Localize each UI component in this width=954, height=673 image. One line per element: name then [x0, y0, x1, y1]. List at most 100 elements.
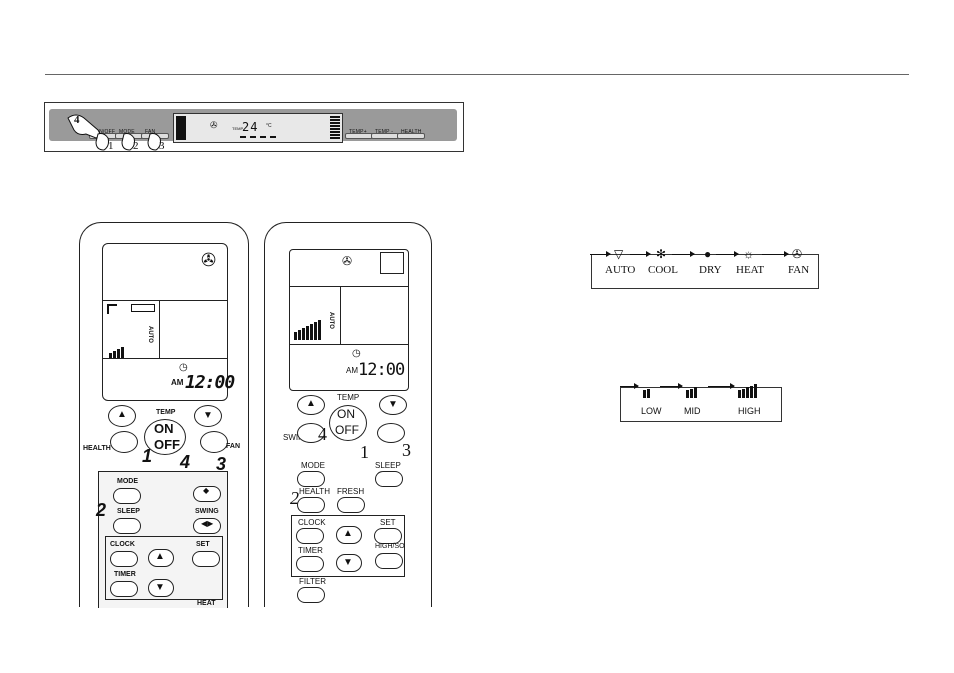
onoff-button[interactable] [144, 419, 186, 455]
time-down-button[interactable]: ▼ [148, 579, 174, 597]
temp-up-button[interactable]: ▲ [108, 405, 136, 427]
timer-button[interactable] [296, 556, 324, 572]
set-button[interactable] [192, 551, 220, 567]
panel-temp-unit: °C [266, 123, 272, 129]
screen-am: AM [346, 366, 358, 375]
fan-icon: ✇ [201, 250, 217, 270]
sleep-button[interactable] [375, 471, 403, 487]
fan-level-bar [746, 387, 749, 398]
fan-icon: ✇ [342, 254, 353, 268]
sleep-label: SLEEP [375, 461, 401, 470]
clock-label: CLOCK [298, 518, 326, 527]
triangle-down-icon: ▼ [203, 410, 213, 421]
triangle-down-icon: ▼ [155, 582, 165, 593]
time-up-button[interactable]: ▲ [336, 526, 362, 544]
fan-speed-bars [109, 340, 125, 358]
triangle-up-icon: ▲ [117, 409, 127, 420]
swing-button[interactable]: ◀▶ [193, 518, 221, 534]
fan-button[interactable] [200, 431, 228, 453]
remote-left-screen: ✇ AUTO ◷ AM 12:00 [102, 243, 235, 401]
mode-fan: FAN [788, 264, 810, 276]
time-down-button[interactable]: ▼ [336, 554, 362, 572]
louver-indicator [131, 304, 155, 312]
off-label: OFF [335, 423, 359, 437]
fan-level-bar [738, 390, 741, 398]
panel-label-mode: MODE [119, 129, 135, 135]
fan-button[interactable] [377, 423, 405, 443]
panel-temp-scale [240, 136, 276, 140]
drop-icon: ● [704, 247, 712, 261]
health-button[interactable] [110, 431, 138, 453]
fan-speed-mid: MID [684, 406, 701, 416]
onoff-button[interactable] [329, 405, 367, 441]
indoor-unit-panel: ON/OFF MODE FAN ✇ TEMP 24 °C TEMP+ TEMP … [44, 102, 464, 152]
screen-divider-v [159, 300, 160, 358]
mode-dry: DRY [699, 264, 722, 276]
leftright-icon: ◀▶ [201, 519, 214, 528]
triangle-down-icon: ▼ [343, 557, 353, 568]
panel-callout-3: 3 [159, 140, 165, 152]
fan-speed-low: LOW [641, 406, 662, 416]
mode-arrow [630, 251, 651, 257]
panel-temp-down-button[interactable] [371, 133, 399, 139]
fresh-button[interactable] [337, 497, 365, 513]
mode-auto: AUTO [605, 264, 636, 276]
panel-hand-callouts [67, 114, 161, 151]
remote-right-hand-4: 4 [318, 424, 327, 444]
panel-label-temp-up: TEMP+ [349, 129, 367, 135]
panel-temp-up-button[interactable] [345, 133, 373, 139]
fan-speed-high: HIGH [738, 406, 761, 416]
clock-icon: ◷ [179, 362, 188, 373]
clock-button[interactable] [296, 528, 324, 544]
fan-label: FAN [226, 443, 240, 450]
lower-panel: MODE ◆ SLEEP SWING ◀▶ CLOCK ▲ SET TIMER … [98, 471, 228, 608]
temp-down-button[interactable]: ▼ [379, 395, 407, 415]
fan-high-bars [738, 380, 758, 398]
fan-level-bar [643, 390, 646, 398]
set-label: SET [196, 541, 210, 548]
header-rule [45, 74, 909, 75]
temp-up-button[interactable]: ▲ [297, 395, 325, 415]
fan-level-bar [686, 390, 689, 398]
panel-label-temp-down: TEMP - [375, 129, 394, 135]
screen-divider [103, 300, 227, 301]
clock-button[interactable] [110, 551, 138, 567]
panel-callout-1: 1 [108, 140, 114, 152]
screen-divider-v [340, 286, 341, 344]
sleep-button[interactable] [113, 518, 141, 534]
timer-button[interactable] [110, 581, 138, 597]
screen-time: 12:00 [358, 360, 405, 380]
screen-time: 12:00 [185, 372, 235, 393]
panel-callout-2: 2 [133, 140, 139, 152]
remote-left-hand-3: 3 [216, 454, 227, 474]
fan-level-bar [742, 388, 745, 398]
timer-label: TIMER [114, 571, 136, 578]
clock-icon: ◷ [352, 348, 361, 359]
panel-temp-label: TEMP [232, 126, 244, 131]
swing-label: SWING [283, 433, 311, 442]
mode-button[interactable] [297, 471, 325, 487]
temp-down-button[interactable]: ▼ [194, 405, 222, 427]
remote-left-hand-1: 1 [142, 446, 153, 466]
screen-corner-box [380, 252, 404, 274]
updown-button[interactable]: ◆ [193, 486, 221, 502]
mode-arrow [672, 251, 695, 257]
highso-button[interactable] [375, 553, 403, 569]
panel-health-button[interactable] [397, 133, 425, 139]
fan-icon: ✇ [210, 120, 218, 130]
time-up-button[interactable]: ▲ [148, 549, 174, 567]
filter-button[interactable] [297, 587, 325, 603]
swing-indicator [107, 304, 117, 314]
timer-group: CLOCK ▲ SET TIMER ▼ [291, 515, 405, 577]
updown-icon: ◆ [203, 486, 210, 495]
swing-button[interactable] [297, 423, 325, 443]
fan-icon: ✇ [792, 247, 803, 261]
screen-divider [290, 286, 408, 287]
panel-face: ON/OFF MODE FAN ✇ TEMP 24 °C TEMP+ TEMP … [49, 109, 457, 143]
remote-left-hand-2: 2 [96, 500, 107, 520]
panel-label-fan: FAN [145, 129, 156, 135]
mode-button[interactable] [113, 488, 141, 504]
health-button[interactable] [297, 497, 325, 513]
fan-arrow [708, 383, 735, 389]
set-button[interactable] [374, 528, 402, 544]
